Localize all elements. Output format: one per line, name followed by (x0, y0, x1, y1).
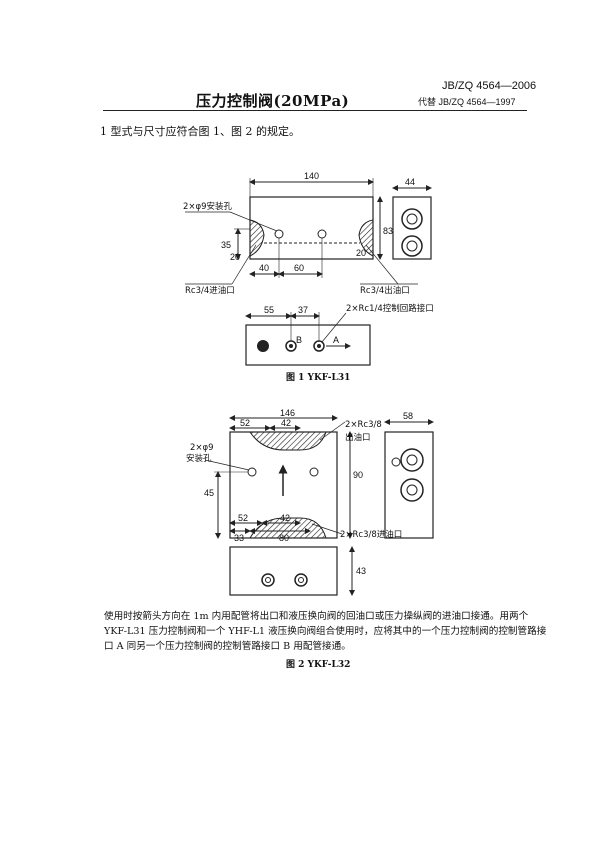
fig1-top-view: B A 55 37 2×Rc1/4控制回路接口 (245, 303, 434, 366)
fig1-dim-83: 83 (383, 226, 393, 236)
fig2-label-mount-holes-1: 2×φ9 (190, 443, 214, 453)
fig2-dim-58: 58 (403, 411, 413, 421)
fig2-dim-80: 80 (279, 533, 289, 543)
fig1-side-view: 44 (392, 177, 432, 260)
fig2-dim-43: 43 (356, 566, 366, 576)
fig2-dim-146: 146 (280, 408, 295, 418)
fig1-dim-44: 44 (405, 177, 415, 187)
fig2-label-inlet: 2×Rc3/8进油口 (340, 529, 402, 540)
standard-number: JB/ZQ 4564—2006 (442, 80, 537, 92)
fig2-dim-90: 90 (353, 470, 363, 480)
fig2-dim-top52: 52 (240, 418, 250, 428)
fig2-label-mount-holes-2: 安装孔 (186, 453, 212, 464)
fig2-label-outlet-1: 2×Rc3/8 (345, 420, 382, 430)
fig2-dim-bot52: 52 (238, 513, 248, 523)
fig1-label-inlet: Rc3/4进油口 (185, 285, 235, 296)
header-rule (103, 110, 527, 111)
fig1-front-view: 140 83 20 35 20 40 60 2×φ9安装孔 Rc3/4进油口 R… (183, 171, 418, 296)
fig1-dim-60: 60 (294, 263, 304, 273)
fig2-label-outlet-2: 出油口 (345, 432, 371, 443)
fig1-dim-20-right: 20 (356, 248, 366, 258)
fig2-dim-bot42: 42 (280, 513, 290, 523)
replaces-standard: 代替 JB/ZQ 4564—1997 (418, 97, 516, 107)
fig1-dim-140: 140 (304, 171, 319, 181)
fig1-label-mount-holes: 2×φ9安装孔 (183, 201, 233, 212)
fig2-dim-top42: 42 (281, 418, 291, 428)
fig1-dim-35: 35 (221, 240, 231, 250)
fig1-port-b: B (296, 335, 302, 345)
fig2-bottom-view: 43 (229, 546, 366, 596)
page-title: 压力控制阀(20MPa) (196, 92, 350, 110)
fig2-front-view: 146 52 42 90 45 52 42 33 80 2×φ9 安装孔 2×R… (186, 408, 402, 543)
figure-2-caption: 图 2 YKF-L32 (286, 660, 351, 670)
fig2-dim-45: 45 (204, 488, 214, 498)
fig2-dim-33: 33 (234, 533, 244, 543)
fig1-label-outlet: Rc3/4出油口 (360, 285, 410, 296)
fig1-dim-37: 37 (298, 305, 308, 315)
fig1-port-a: A (333, 335, 339, 345)
figure-1-caption: 图 1 YKF-L31 (286, 373, 351, 383)
fig1-dim-20-left: 20 (230, 252, 240, 262)
fig2-side-view: 58 (384, 411, 434, 539)
fig1-dim-40: 40 (259, 263, 269, 273)
fig1-dim-55: 55 (264, 305, 274, 315)
usage-paragraph: 使用时按箭头方向在 1m 内用配管将出口和液压换向阀的回油口或压力操纵阀的进油口… (104, 611, 547, 652)
clause-1: 1 型式与尺寸应符合图 1、图 2 的规定。 (100, 125, 300, 138)
fig1-label-control-port: 2×Rc1/4控制回路接口 (346, 303, 434, 314)
